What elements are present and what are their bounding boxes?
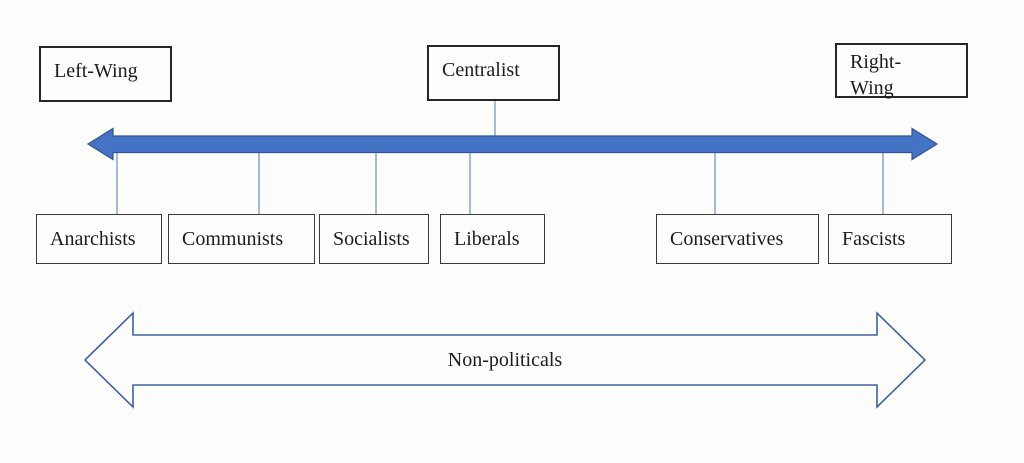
non-politicals-label: Non-politicals (447, 349, 563, 371)
centralist-box: Centralist (427, 45, 560, 101)
spectrum-axis-double-arrow-icon (86, 127, 939, 161)
centralist-label: Centralist (442, 59, 520, 81)
conservatives-label: Conservatives (670, 228, 784, 250)
communists-label: Communists (182, 228, 284, 250)
fascists-box: Fascists (828, 214, 952, 264)
right-wing-label: Right-Wing (850, 51, 902, 99)
socialists-box: Socialists (319, 214, 429, 264)
left-wing-box: Left-Wing (39, 46, 172, 102)
socialists-label: Socialists (333, 228, 410, 250)
communists-box: Communists (168, 214, 315, 264)
fascists-label: Fascists (842, 228, 906, 250)
non-politicals-double-arrow-icon (83, 311, 927, 409)
liberals-box: Liberals (440, 214, 545, 264)
conservatives-box: Conservatives (656, 214, 819, 264)
left-wing-label: Left-Wing (54, 60, 138, 82)
liberals-label: Liberals (454, 228, 520, 250)
right-wing-box: Right-Wing (835, 43, 968, 99)
anarchists-label: Anarchists (50, 228, 136, 250)
anarchists-box: Anarchists (36, 214, 162, 264)
